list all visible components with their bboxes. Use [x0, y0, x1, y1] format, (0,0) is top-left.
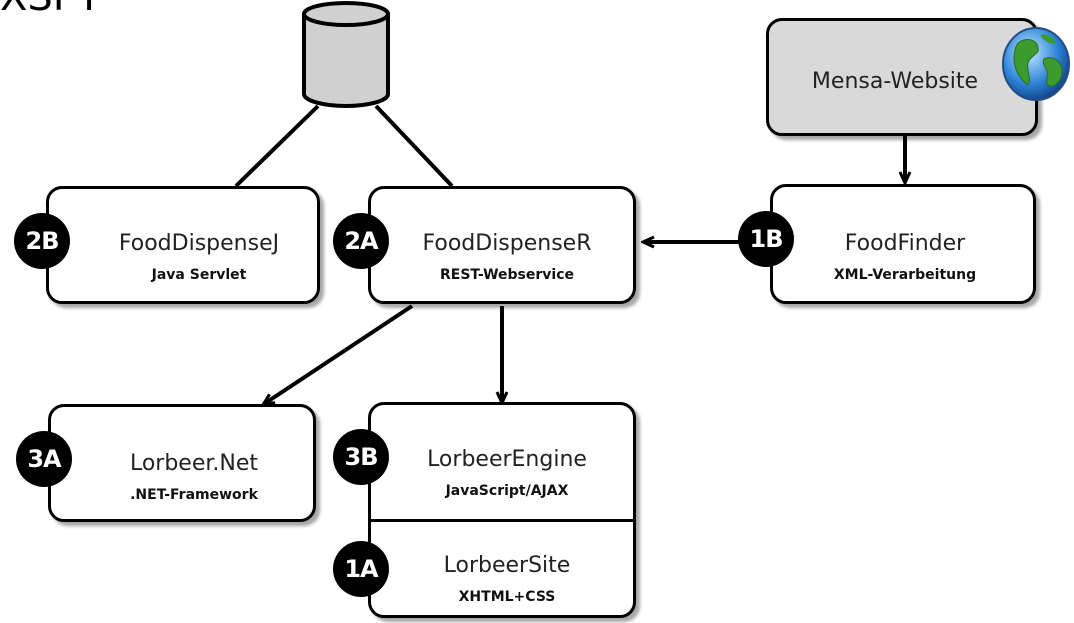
lorbeer-net-node: Lorbeer.Net .NET-Framework — [48, 404, 316, 522]
edge-2a-to-3a — [264, 304, 414, 404]
corner-text: XSPT — [0, 0, 101, 20]
food-dispense-r-node: FoodDispenseR REST-Webservice — [368, 186, 636, 304]
food-dispense-j-subtitle: Java Servlet — [151, 267, 247, 283]
lorbeer-engine-title: LorbeerEngine — [427, 447, 587, 472]
lorbeer-engine-subtitle: JavaScript/AJAX — [445, 483, 569, 499]
edge-db-to-2a — [374, 104, 454, 188]
food-dispense-j-node: FoodDispenseJ Java Servlet — [46, 186, 320, 304]
stack-divider — [371, 519, 633, 522]
lorbeer-net-subtitle: .NET-Framework — [130, 487, 258, 503]
lorbeer-site-title: LorbeerSite — [443, 553, 571, 578]
globe-icon — [1002, 27, 1070, 101]
edge-db-to-2b — [234, 104, 320, 188]
lorbeer-stack-node: LorbeerEngine JavaScript/AJAX LorbeerSit… — [368, 402, 636, 618]
food-finder-subtitle: XML-Verarbeitung — [833, 267, 977, 283]
badge-1b: 1B — [738, 211, 794, 267]
badge-3b: 3B — [333, 429, 389, 485]
food-dispense-r-title: FoodDispenseR — [422, 231, 592, 256]
food-dispense-j-title: FoodDispenseJ — [118, 231, 280, 256]
mensa-website-title: Mensa-Website — [811, 69, 979, 94]
badge-1a: 1A — [333, 541, 389, 597]
database-icon — [302, 1, 390, 108]
lorbeer-net-title: Lorbeer.Net — [129, 451, 259, 476]
mensa-website-node: Mensa-Website — [766, 18, 1038, 136]
food-finder-node: FoodFinder XML-Verarbeitung — [770, 184, 1036, 304]
badge-2a: 2A — [333, 213, 389, 269]
food-dispense-r-subtitle: REST-Webservice — [439, 267, 574, 283]
badge-3a: 3A — [16, 431, 72, 487]
badge-2b: 2B — [14, 213, 70, 269]
lorbeer-site-subtitle: XHTML+CSS — [458, 589, 556, 605]
food-finder-title: FoodFinder — [844, 231, 966, 256]
